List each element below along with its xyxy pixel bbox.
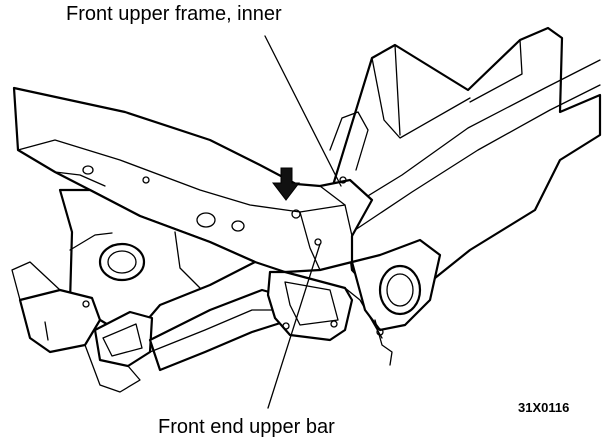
- leader-line-upper-bar: [267, 243, 321, 409]
- right-support-panel: [350, 238, 442, 366]
- lower-cross-member: [11, 261, 307, 393]
- label-front-end-upper-bar: Front end upper bar: [158, 416, 335, 438]
- down-arrow-icon: [271, 167, 301, 201]
- leader-line-upper-frame: [264, 35, 342, 187]
- label-front-upper-frame-inner: Front upper frame, inner: [66, 3, 282, 25]
- bolt-holes: [82, 300, 384, 336]
- figure-code: 31X0116: [518, 400, 570, 415]
